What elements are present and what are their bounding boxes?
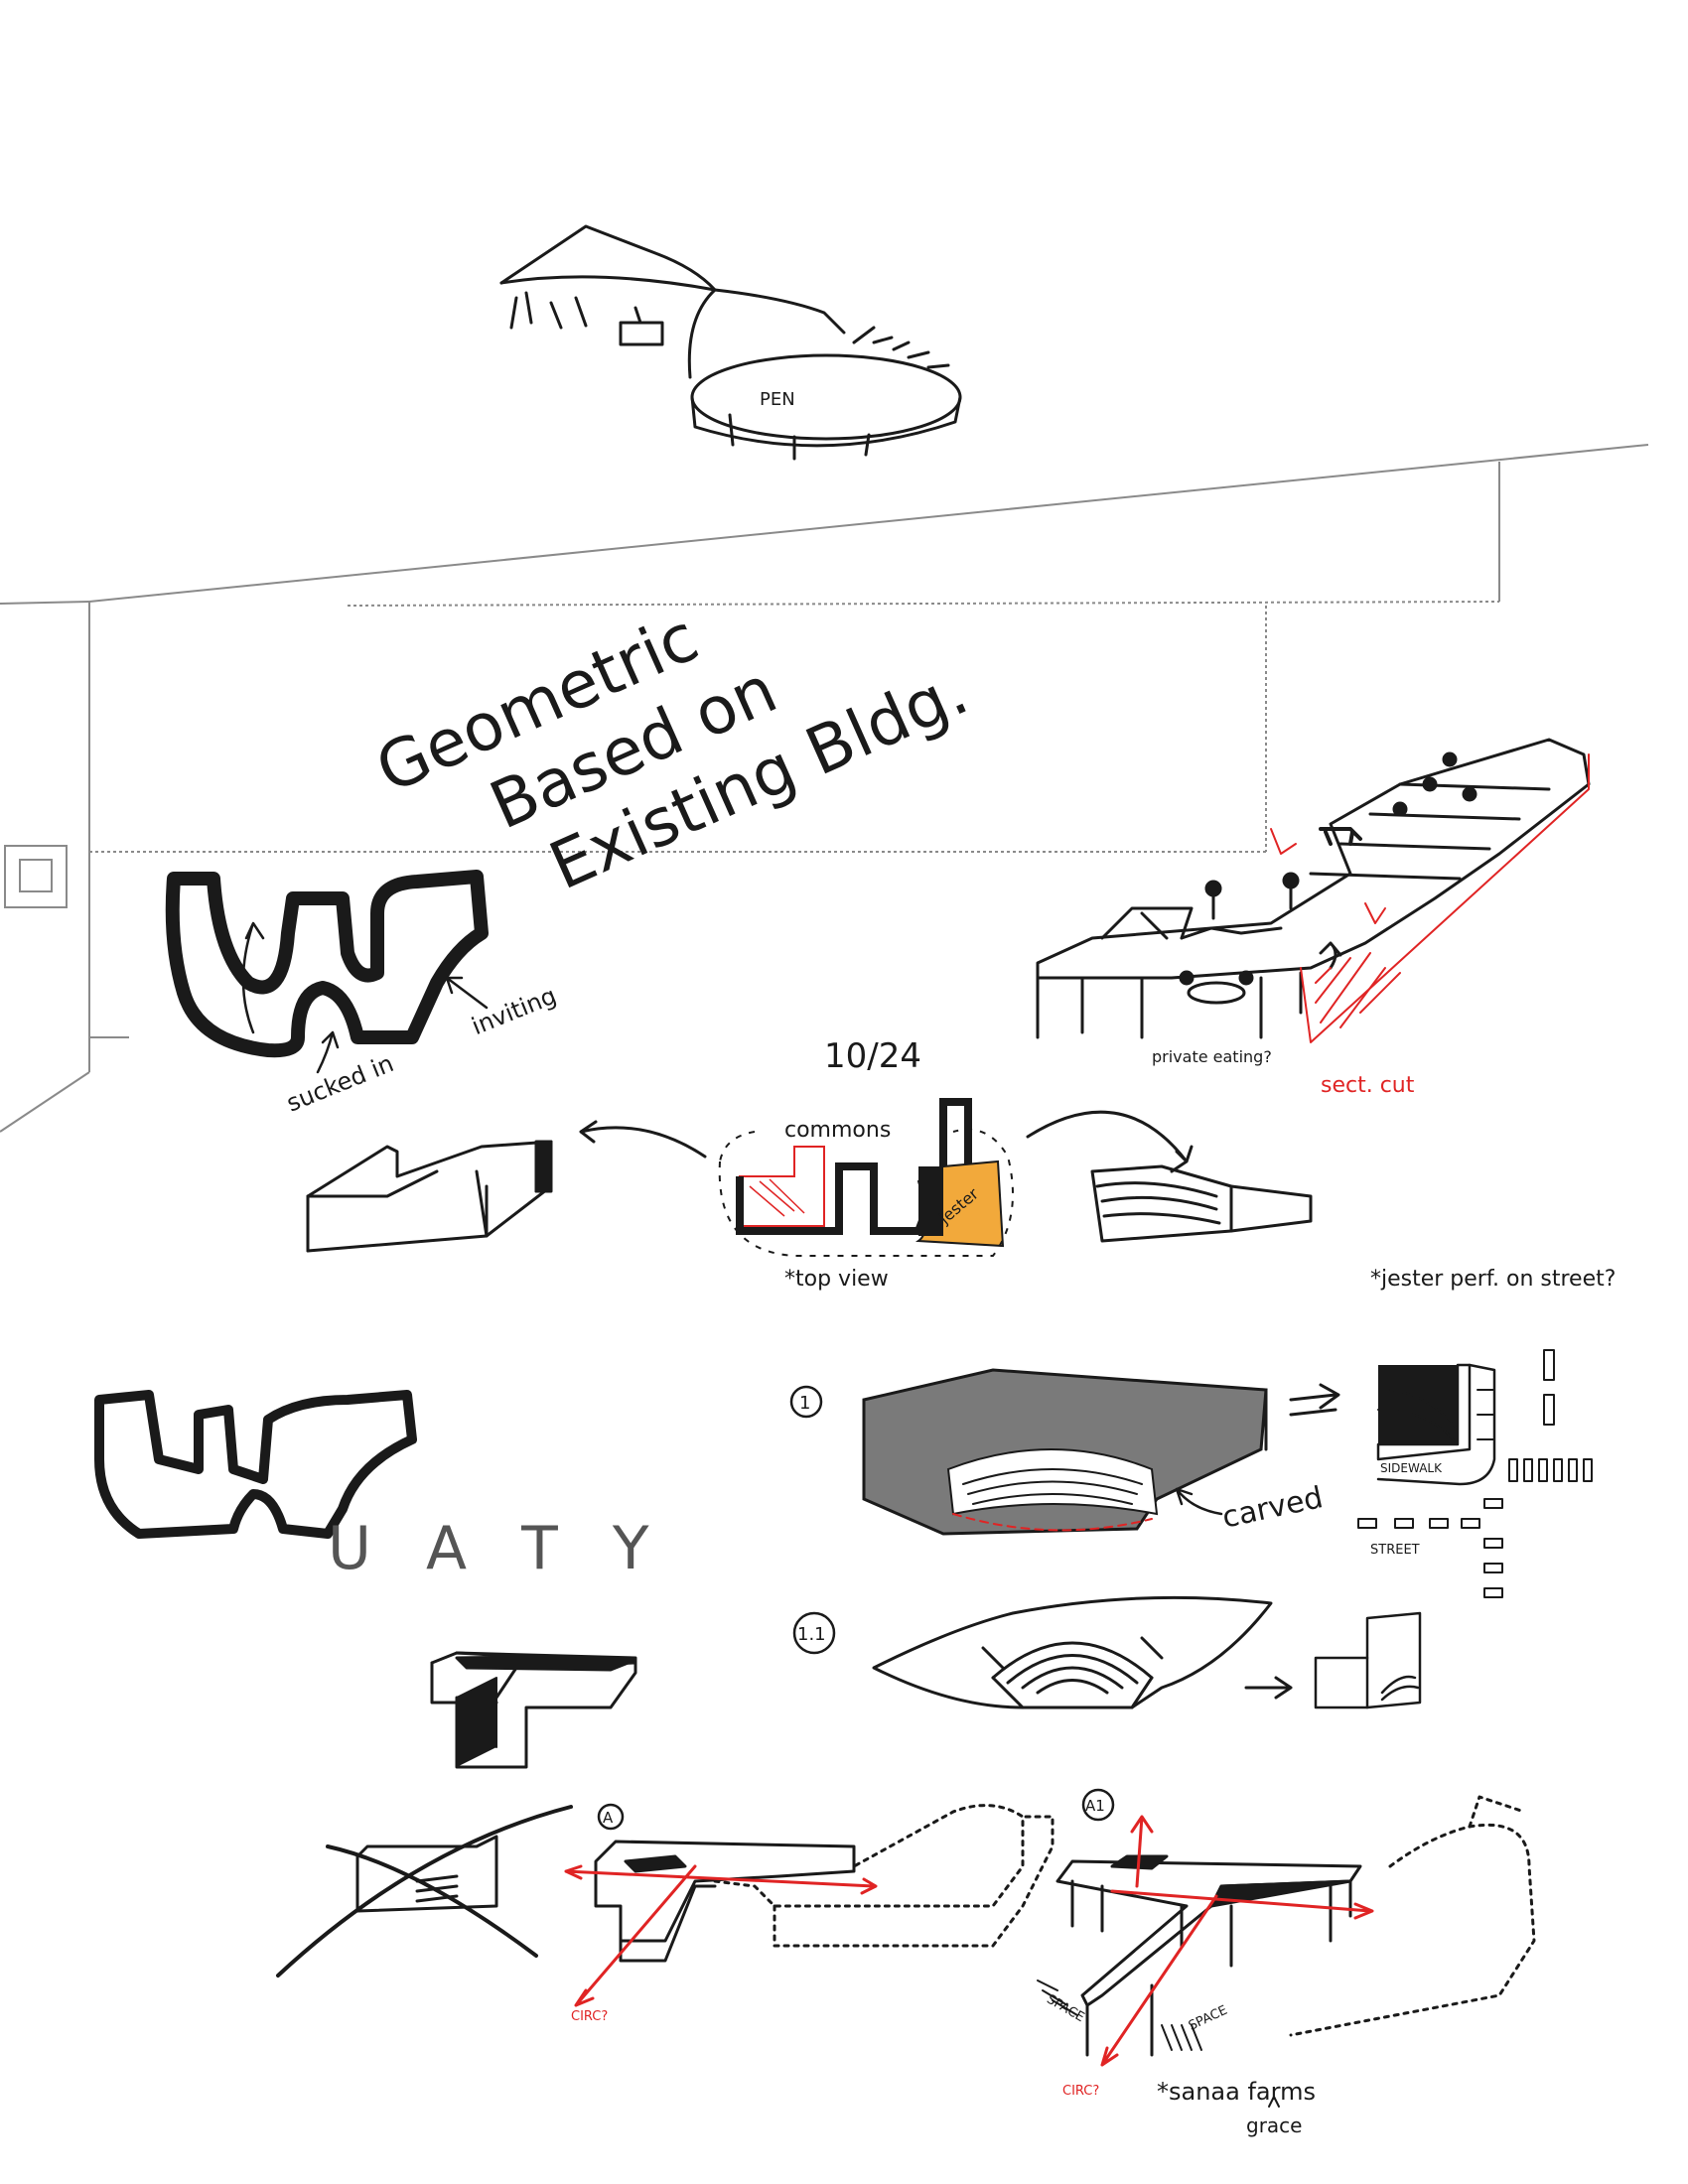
crossed-out-sketch <box>276 1805 573 1978</box>
amphitheater-small <box>1026 1110 1313 1243</box>
jester-perf-note: *jester perf. on street? <box>1370 1267 1616 1292</box>
letters-uaty: U A T Y <box>328 1514 666 1583</box>
u-shape-plan-2 <box>94 1390 417 1539</box>
geometric-title: Geometric Based on Existing Bldg. <box>365 599 979 904</box>
circ-label-a: CIRC? <box>571 2009 608 2024</box>
t-massing <box>430 1651 637 1769</box>
u-shape-annotations <box>241 921 489 1074</box>
circ-label-a1: CIRC? <box>1062 2084 1099 2099</box>
option-a-massing <box>594 1804 1055 1963</box>
arrow-option-1-1 <box>1244 1676 1293 1700</box>
commons-label: commons <box>784 1118 891 1143</box>
section-cut-hatch <box>1270 753 1590 1043</box>
sanaa-note: *sanaa farms <box>1157 2078 1316 2106</box>
pen-sketch <box>499 224 962 461</box>
sect-cut-label: sect. cut <box>1321 1073 1415 1098</box>
massing-block-left <box>306 1120 707 1253</box>
u-shape-plan <box>165 870 489 1058</box>
option-1-1-amphitheater <box>872 1595 1273 1709</box>
sucked-in-label: sucked in <box>283 1049 398 1117</box>
option-a-label: A <box>603 1809 614 1827</box>
caret-mark <box>1268 2096 1280 2108</box>
option-1-number: 1 <box>799 1393 810 1414</box>
inviting-label: inviting <box>468 982 560 1040</box>
grace-note: grace <box>1246 2114 1302 2137</box>
private-eating-label: private eating? <box>1152 1047 1272 1066</box>
top-view-label: *top view <box>784 1267 889 1292</box>
ground-hatch <box>1037 1979 1202 2051</box>
arrow-option-1 <box>1289 1383 1340 1417</box>
date-label: 10/24 <box>824 1036 921 1076</box>
space-label-1: SPACE <box>1044 1992 1086 2026</box>
carved-label: carved <box>1219 1480 1327 1536</box>
carved-arrow <box>1175 1487 1223 1516</box>
background-print-lines <box>0 444 1649 1133</box>
sidewalk-label: SIDEWALK <box>1380 1461 1443 1475</box>
option-a-circulation <box>564 1864 878 2007</box>
street-label: STREET <box>1370 1543 1420 1558</box>
option-a1-massing <box>1055 1795 1536 2057</box>
pen-label: PEN <box>760 389 795 410</box>
section-perspective <box>1036 738 1591 1039</box>
option-a1-label: A1 <box>1085 1797 1105 1815</box>
space-label-2: SPACE <box>1187 2003 1230 2034</box>
option-a1-circulation <box>1100 1815 1374 2067</box>
option-1-1-number: 1.1 <box>797 1624 826 1645</box>
top-view-diagram: jester commons *top view <box>718 1098 1014 1292</box>
option-1-block <box>862 1368 1268 1536</box>
option-1-plan <box>1357 1349 1593 1598</box>
option-1-1-plan <box>1314 1611 1422 1709</box>
